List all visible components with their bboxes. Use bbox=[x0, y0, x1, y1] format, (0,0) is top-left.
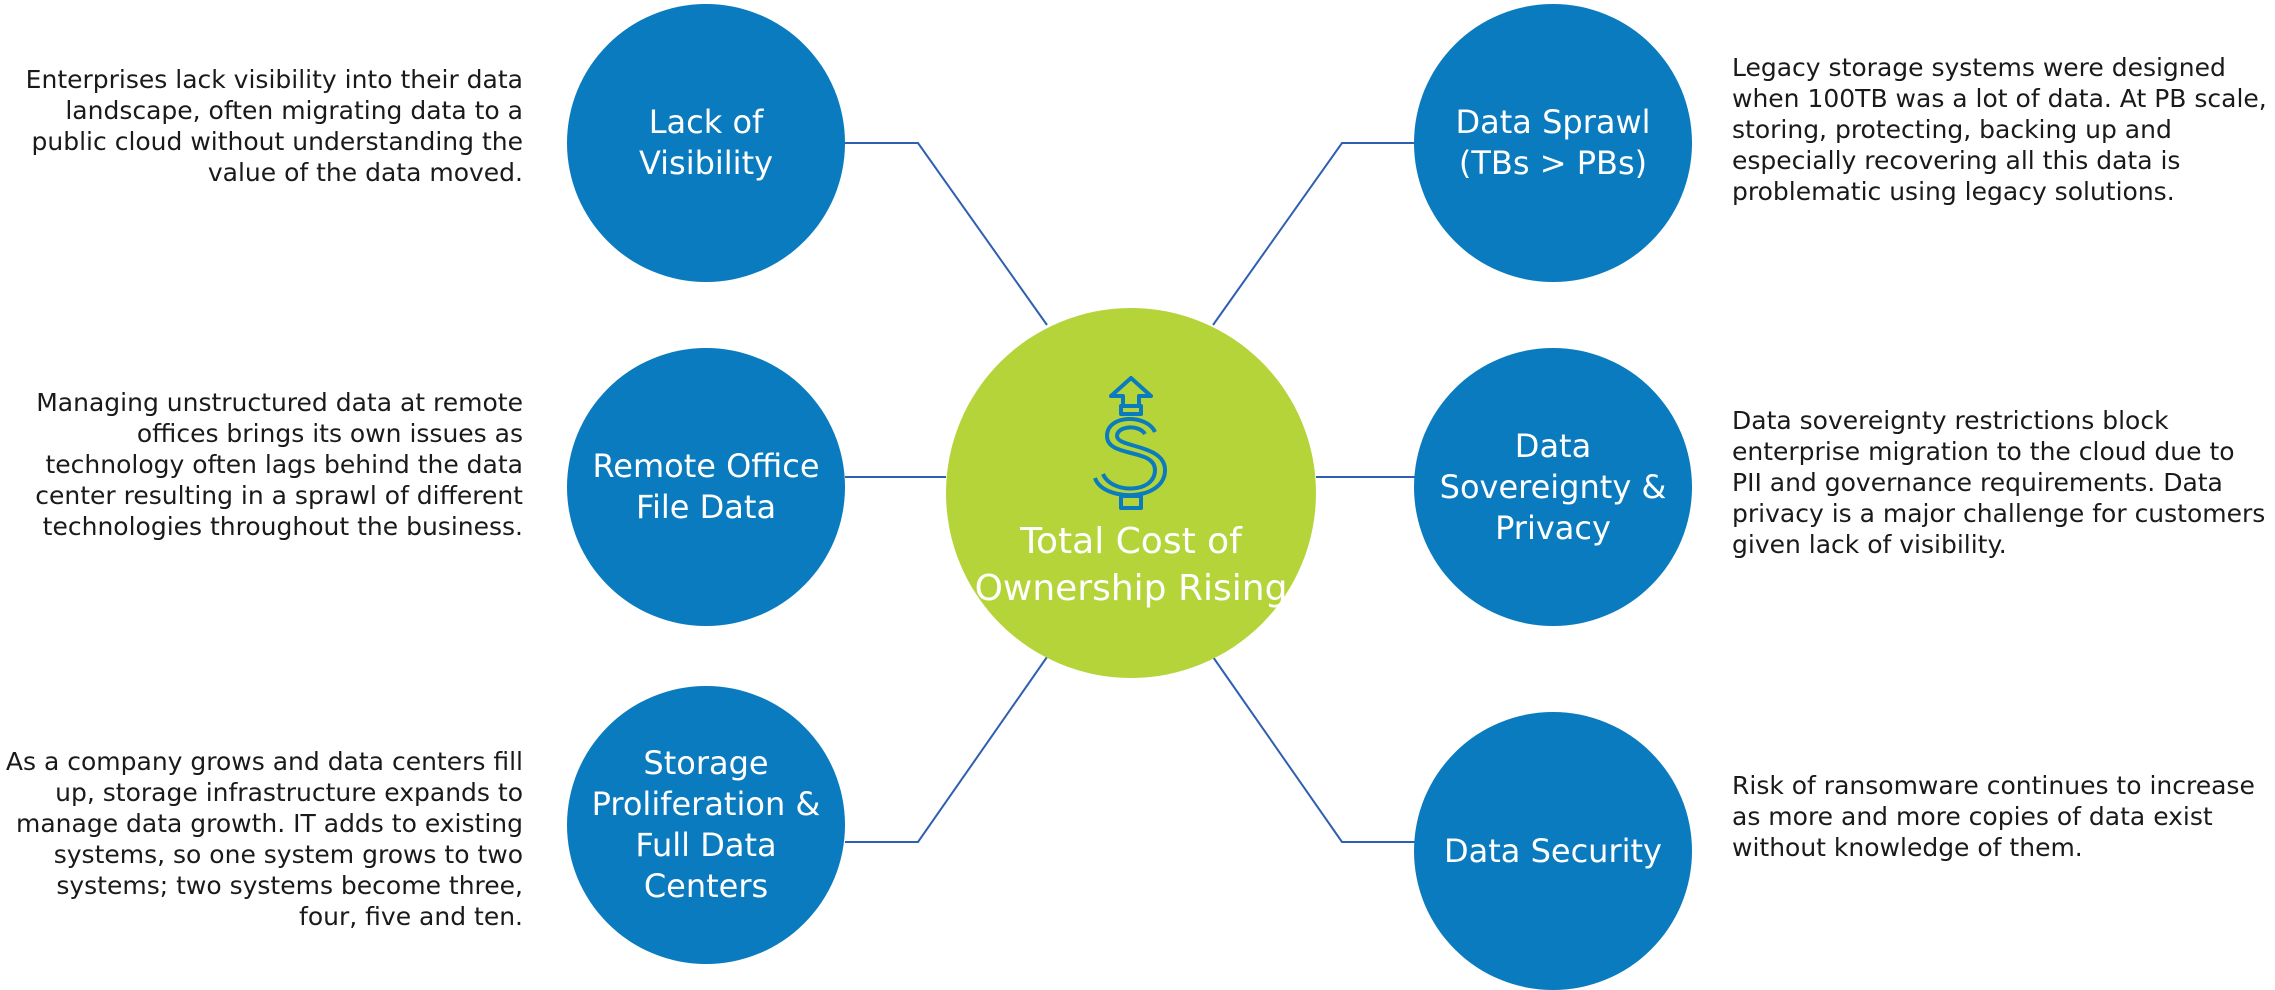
connector-line-data-sprawl bbox=[1212, 142, 1429, 326]
node-label: Lack of Visibility bbox=[638, 103, 774, 182]
node-storage-proliferation: Storage Proliferation & Full Data Center… bbox=[567, 686, 845, 964]
center-hub-label: Total Cost of Ownership Rising bbox=[974, 521, 1288, 609]
dollar-arrow-up-icon bbox=[1093, 376, 1167, 510]
connector-line-storage-proliferation bbox=[845, 656, 1048, 843]
description-data-sprawl: Legacy storage systems were designed whe… bbox=[1732, 53, 2267, 206]
description-data-security: Risk of ransomware continues to increase… bbox=[1732, 771, 2255, 862]
node-data-sprawl: Data Sprawl (TBs > PBs) bbox=[1414, 4, 1692, 282]
node-remote-office-file-data: Remote Office File Data bbox=[567, 348, 845, 626]
node-label: Data Security bbox=[1444, 831, 1662, 870]
node-lack-of-visibility: Lack of Visibility bbox=[567, 4, 845, 282]
description-storage-proliferation: As a company grows and data centers fill… bbox=[5, 747, 523, 931]
connector-line-lack-of-visibility bbox=[845, 142, 1048, 326]
description-remote-office-file-data: Managing unstructured data at remote off… bbox=[35, 388, 523, 541]
node-label: Storage Proliferation & Full Data Center… bbox=[591, 744, 821, 905]
node-data-sovereignty-privacy: Data Sovereignty & Privacy bbox=[1414, 348, 1692, 626]
connector-line-data-security bbox=[1212, 656, 1429, 843]
node-label: Data Sovereignty & Privacy bbox=[1439, 426, 1667, 547]
center-hub: Total Cost of Ownership Rising bbox=[946, 308, 1316, 678]
node-data-security: Data Security bbox=[1414, 712, 1692, 990]
description-data-sovereignty-privacy: Data sovereignty restrictions block ente… bbox=[1732, 406, 2266, 559]
description-lack-of-visibility: Enterprises lack visibility into their d… bbox=[25, 65, 523, 187]
connector-lines bbox=[845, 142, 1429, 843]
node-label: Data Sprawl (TBs > PBs) bbox=[1455, 103, 1651, 182]
node-label: Remote Office File Data bbox=[592, 447, 820, 526]
